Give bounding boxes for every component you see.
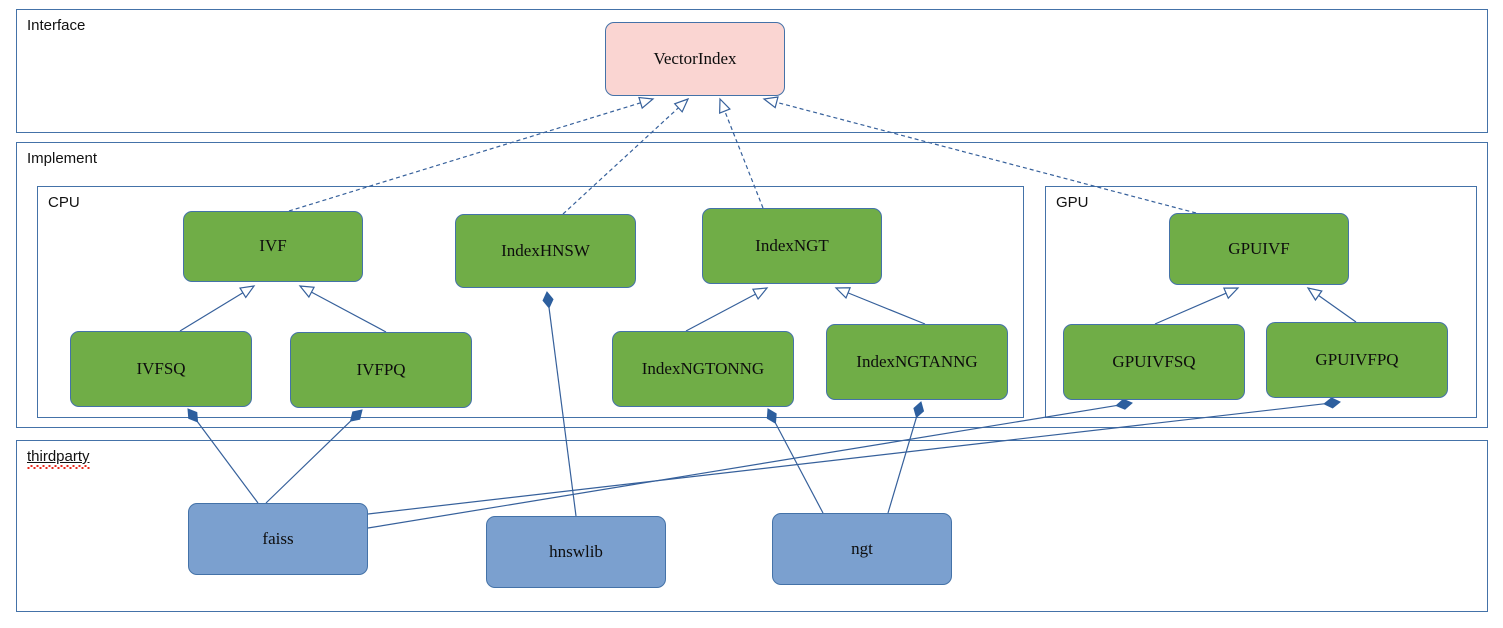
class-node-label: IVF <box>259 236 287 256</box>
class-node-indexngtanng[interactable]: IndexNGTANNG <box>826 324 1008 400</box>
class-node-gpuivf[interactable]: GPUIVF <box>1169 213 1349 285</box>
class-node-label: IVFPQ <box>356 359 406 379</box>
class-node-indexngt[interactable]: IndexNGT <box>702 208 882 284</box>
class-node-vectorindex[interactable]: VectorIndex <box>605 22 785 96</box>
group-implement-label: Implement <box>27 150 98 167</box>
class-node-label: VectorIndex <box>653 48 737 68</box>
class-node-ngt[interactable]: ngt <box>772 513 952 585</box>
class-node-label: GPUIVFPQ <box>1315 349 1399 369</box>
class-node-label: IndexNGTANNG <box>856 351 978 371</box>
class-node-label: ngt <box>851 538 873 558</box>
class-node-indexngtonng[interactable]: IndexNGTONNG <box>612 331 794 407</box>
class-node-ivfsq[interactable]: IVFSQ <box>70 331 252 407</box>
class-node-gpuivfsq[interactable]: GPUIVFSQ <box>1063 324 1245 400</box>
class-node-label: hnswlib <box>549 541 603 561</box>
class-node-label: IndexNGTONNG <box>641 358 765 378</box>
class-node-label: GPUIVFSQ <box>1112 351 1196 371</box>
group-thirdparty-label: thirdparty <box>27 448 90 469</box>
class-node-faiss[interactable]: faiss <box>188 503 368 575</box>
class-node-label: IndexNGT <box>755 235 829 255</box>
class-node-hnswlib[interactable]: hnswlib <box>486 516 666 588</box>
group-interface-label: Interface <box>27 17 86 34</box>
class-node-gpuivfpq[interactable]: GPUIVFPQ <box>1266 322 1448 398</box>
class-node-label: GPUIVF <box>1228 238 1290 258</box>
group-gpu-label: GPU <box>1056 194 1089 211</box>
class-node-ivfpq[interactable]: IVFPQ <box>290 332 472 408</box>
class-node-label: faiss <box>262 528 294 548</box>
class-node-indexhnsw[interactable]: IndexHNSW <box>455 214 636 288</box>
class-node-label: IndexHNSW <box>501 240 590 260</box>
group-cpu-label: CPU <box>48 194 80 211</box>
class-node-ivf[interactable]: IVF <box>183 211 363 282</box>
class-node-label: IVFSQ <box>136 358 186 378</box>
